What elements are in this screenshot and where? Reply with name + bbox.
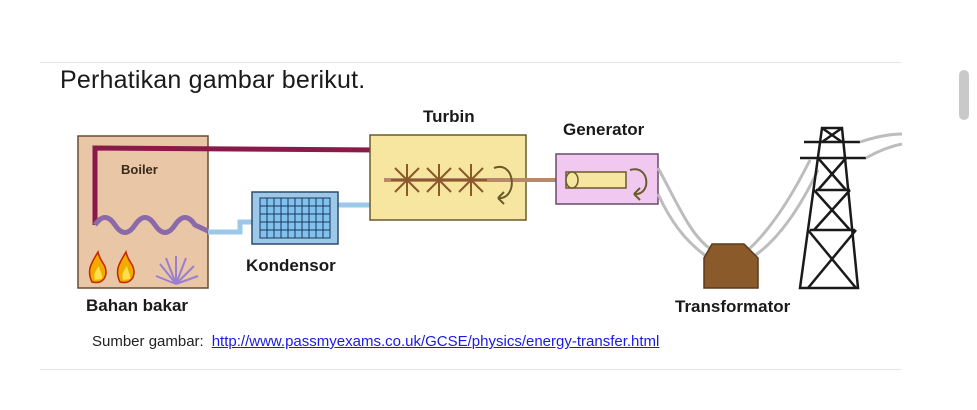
fuel-label: Bahan bakar — [86, 296, 189, 315]
water-return-pipe — [208, 219, 256, 235]
question-heading: Perhatikan gambar berikut. — [60, 66, 366, 94]
pylon-icon — [798, 126, 866, 290]
boiler-label: Boiler — [121, 162, 158, 177]
cable-lines — [859, 132, 903, 160]
generator-label: Generator — [563, 120, 645, 139]
turbine-blade-icon — [391, 164, 423, 196]
boiler-coil — [92, 215, 210, 235]
rotation-arrow-icon — [629, 168, 648, 201]
generator-rotor — [565, 171, 627, 189]
transformer-label: Transformator — [675, 297, 791, 316]
scrollbar[interactable] — [959, 70, 969, 120]
rotation-arrow-icon — [493, 165, 513, 205]
turbine-blade-icon — [423, 164, 455, 196]
turbine-blade-icon — [455, 164, 487, 196]
turbine-box — [369, 134, 527, 221]
cable-lines — [746, 159, 820, 258]
flame-icon — [116, 249, 135, 284]
boiler-box — [77, 135, 209, 289]
condenser-grid — [259, 197, 331, 239]
cable-lines — [656, 167, 713, 258]
steam-pipe — [92, 145, 381, 225]
source-label: Sumber gambar: — [92, 333, 204, 350]
transformer-box — [703, 243, 759, 289]
source-link[interactable]: http://www.passmyexams.co.uk/GCSE/physic… — [211, 333, 660, 350]
turbine-label: Turbin — [423, 107, 475, 126]
gas-burner-icon — [155, 256, 199, 285]
image-source: Sumber gambar: http://www.passmyexams.co.… — [92, 333, 659, 350]
flame-icon — [88, 249, 107, 284]
condenser-label: Kondensor — [246, 256, 336, 275]
